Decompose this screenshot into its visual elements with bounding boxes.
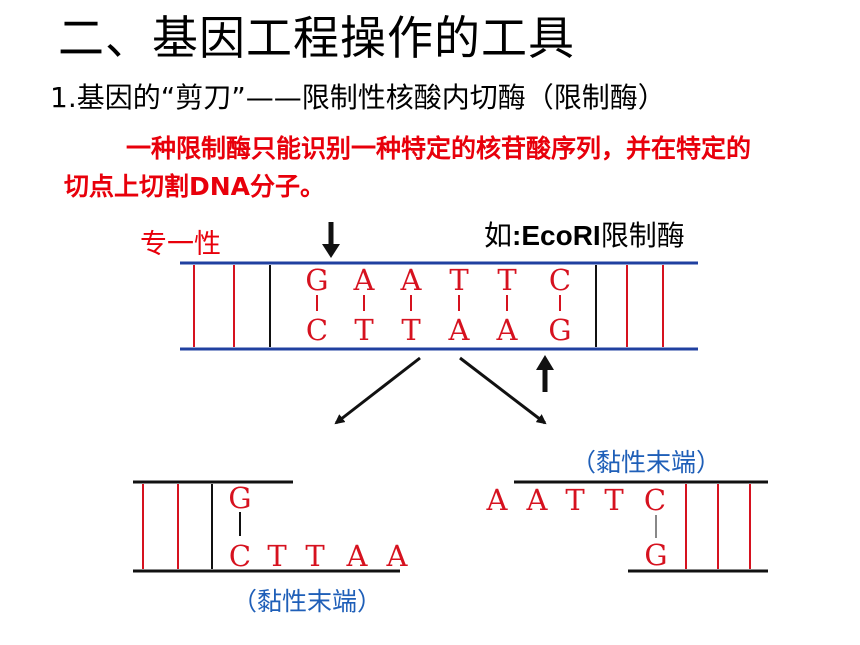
specificity-label: 专一性 [140,229,221,260]
nucleotide-base: A [486,483,509,517]
nucleotide-base: T [401,313,421,347]
nucleotide-base: A [496,313,519,347]
nucleotide-base: T [267,539,287,573]
nucleotide-base: C [644,483,666,517]
nucleotide-base: C [306,313,328,347]
nucleotide-base: T [497,263,517,297]
nucleotide-base: A [346,539,369,573]
nucleotide-base: G [305,263,328,297]
arrow-to-left-fragment [334,356,421,425]
cut-arrow-top [322,222,340,258]
example-suffix: 限制酶 [600,219,685,252]
nucleotide-base: T [354,313,374,347]
base-pair-bonds [316,295,561,311]
nucleotide-base: T [449,263,469,297]
nucleotide-base: A [386,539,409,573]
left-top-base: G [228,481,251,515]
example-label: 如:EcoRI限制酶 [484,214,685,254]
page-title: 二、基因工程操作的工具 [58,11,575,65]
left-sticky-end-label: （黏性末端） [232,587,382,616]
nucleotide-base: G [548,313,571,347]
nucleotide-base: T [565,483,585,517]
enzyme-name: :EcoRI [512,220,601,251]
nucleotide-base: C [229,539,251,573]
arrow-to-right-fragment [459,356,547,425]
section-subtitle: 1.基因的“剪刀”——限制性核酸内切酶（限制酶） [50,81,666,114]
example-prefix: 如 [484,219,513,252]
nucleotide-base: C [549,263,571,297]
nucleotide-base: A [353,263,376,297]
right-sticky-end-label: （黏性末端） [571,448,721,477]
nucleotide-base: T [305,539,325,573]
nucleotide-base: A [400,263,423,297]
nucleotide-base: A [526,483,549,517]
nucleotide-base: A [448,313,471,347]
definition-text: 一种限制酶只能识别一种特定的核苷酸序列，并在特定的切点上切割DNA分子。 [64,134,752,201]
right-bottom-base: G [644,538,667,572]
split-arrows [334,356,547,425]
cut-arrow-bottom [536,355,554,392]
nucleotide-base: T [604,483,624,517]
